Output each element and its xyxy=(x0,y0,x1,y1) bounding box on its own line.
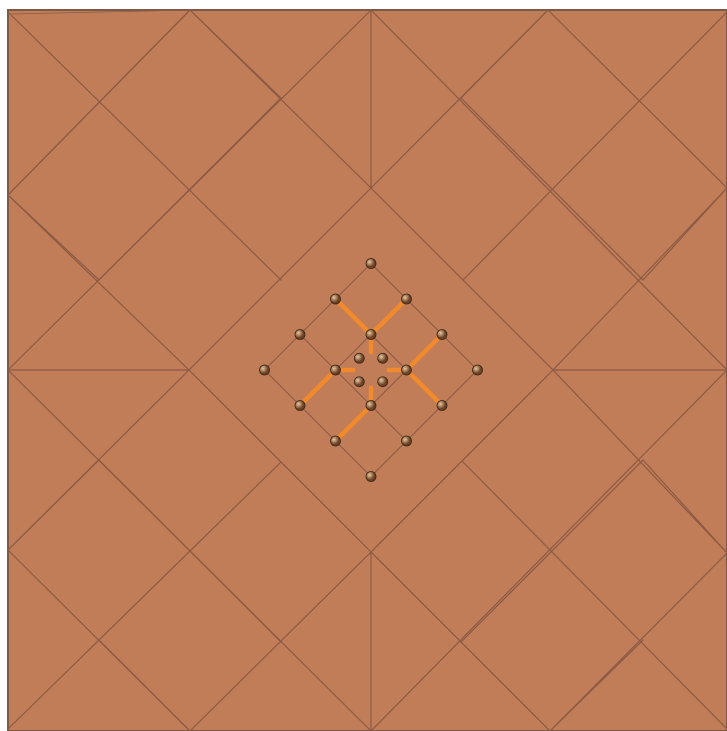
pin-marker xyxy=(402,436,412,446)
pin-marker xyxy=(354,377,364,387)
pin-marker xyxy=(437,401,447,411)
pin-marker xyxy=(402,365,412,375)
pin-marker xyxy=(331,294,341,304)
pin-marker xyxy=(260,365,270,375)
pin-marker xyxy=(295,401,305,411)
pin-marker xyxy=(437,330,447,340)
pin-marker xyxy=(366,259,376,269)
pin-marker xyxy=(378,353,388,363)
pin-marker xyxy=(331,436,341,446)
pin-marker xyxy=(473,365,483,375)
pin-marker xyxy=(366,472,376,482)
pin-marker xyxy=(366,401,376,411)
pin-marker xyxy=(378,377,388,387)
pin-marker xyxy=(354,353,364,363)
pin-marker xyxy=(402,294,412,304)
pin-marker xyxy=(331,365,341,375)
pin-marker xyxy=(366,330,376,340)
pin-marker xyxy=(295,330,305,340)
